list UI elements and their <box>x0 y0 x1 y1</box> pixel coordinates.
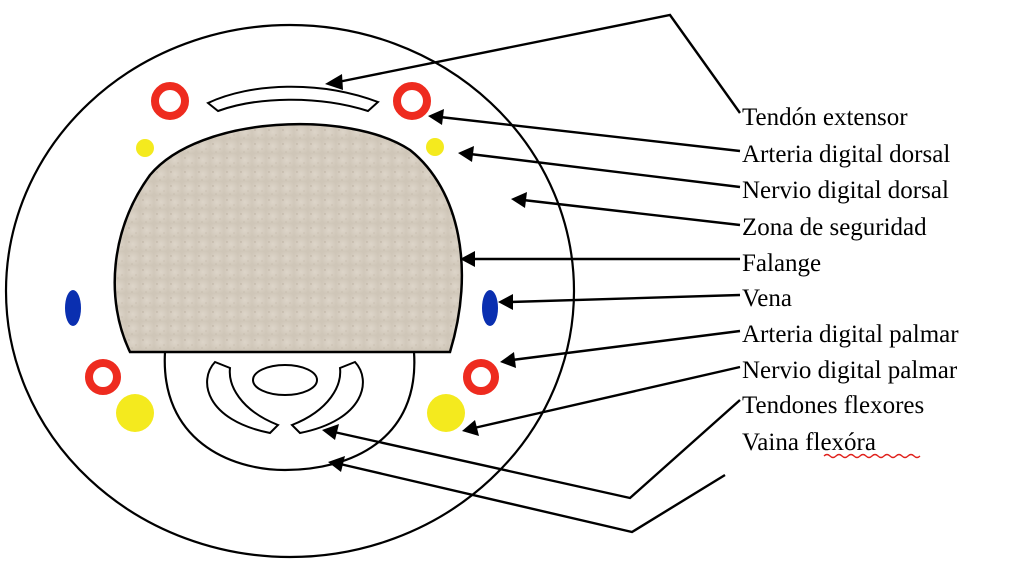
vein-left-icon <box>65 290 81 326</box>
label-flexora-word: flexóra <box>805 429 876 456</box>
arrow-head-icon <box>428 109 444 125</box>
label-vaina-word: Vaina <box>742 429 805 456</box>
palmar-artery-right-icon <box>467 363 495 391</box>
label-nervio-digital-palmar: Nervio digital palmar <box>742 357 958 384</box>
palmar-artery-left-icon <box>89 363 117 391</box>
dorsal-artery-left-icon <box>155 86 185 116</box>
dorsal-nerve-left-icon <box>136 139 154 157</box>
arrow-head-icon <box>325 74 343 90</box>
vein-right-icon <box>482 290 498 326</box>
label-vaina-flexora: Vaina flexóra <box>742 429 876 456</box>
arrow-head-icon <box>462 420 479 436</box>
label-arteria-digital-dorsal: Arteria digital dorsal <box>742 141 950 168</box>
label-arteria-digital-palmar: Arteria digital palmar <box>742 321 959 348</box>
arrow-head-icon <box>458 146 474 162</box>
label-falange: Falange <box>742 250 821 277</box>
arrow-head-icon <box>511 192 527 208</box>
arrow-head-icon <box>498 294 513 310</box>
labels-group: Tendón extensor Arteria digital dorsal N… <box>742 104 959 458</box>
dorsal-artery-right-icon <box>397 86 427 116</box>
phalanx-bone <box>115 124 462 352</box>
arrow-head-icon <box>500 352 516 368</box>
label-vena: Vena <box>742 285 792 312</box>
label-zona-de-seguridad: Zona de seguridad <box>742 214 927 241</box>
label-tendones-flexores: Tendones flexores <box>742 392 924 419</box>
dorsal-nerve-right-icon <box>426 138 444 156</box>
palmar-nerve-right-icon <box>427 394 465 432</box>
flexor-tendon-center <box>253 365 317 395</box>
palmar-nerve-left-icon <box>116 394 154 432</box>
label-nervio-digital-dorsal: Nervio digital dorsal <box>742 177 949 204</box>
label-tendon-extensor: Tendón extensor <box>742 104 908 131</box>
extensor-tendon <box>208 87 378 111</box>
